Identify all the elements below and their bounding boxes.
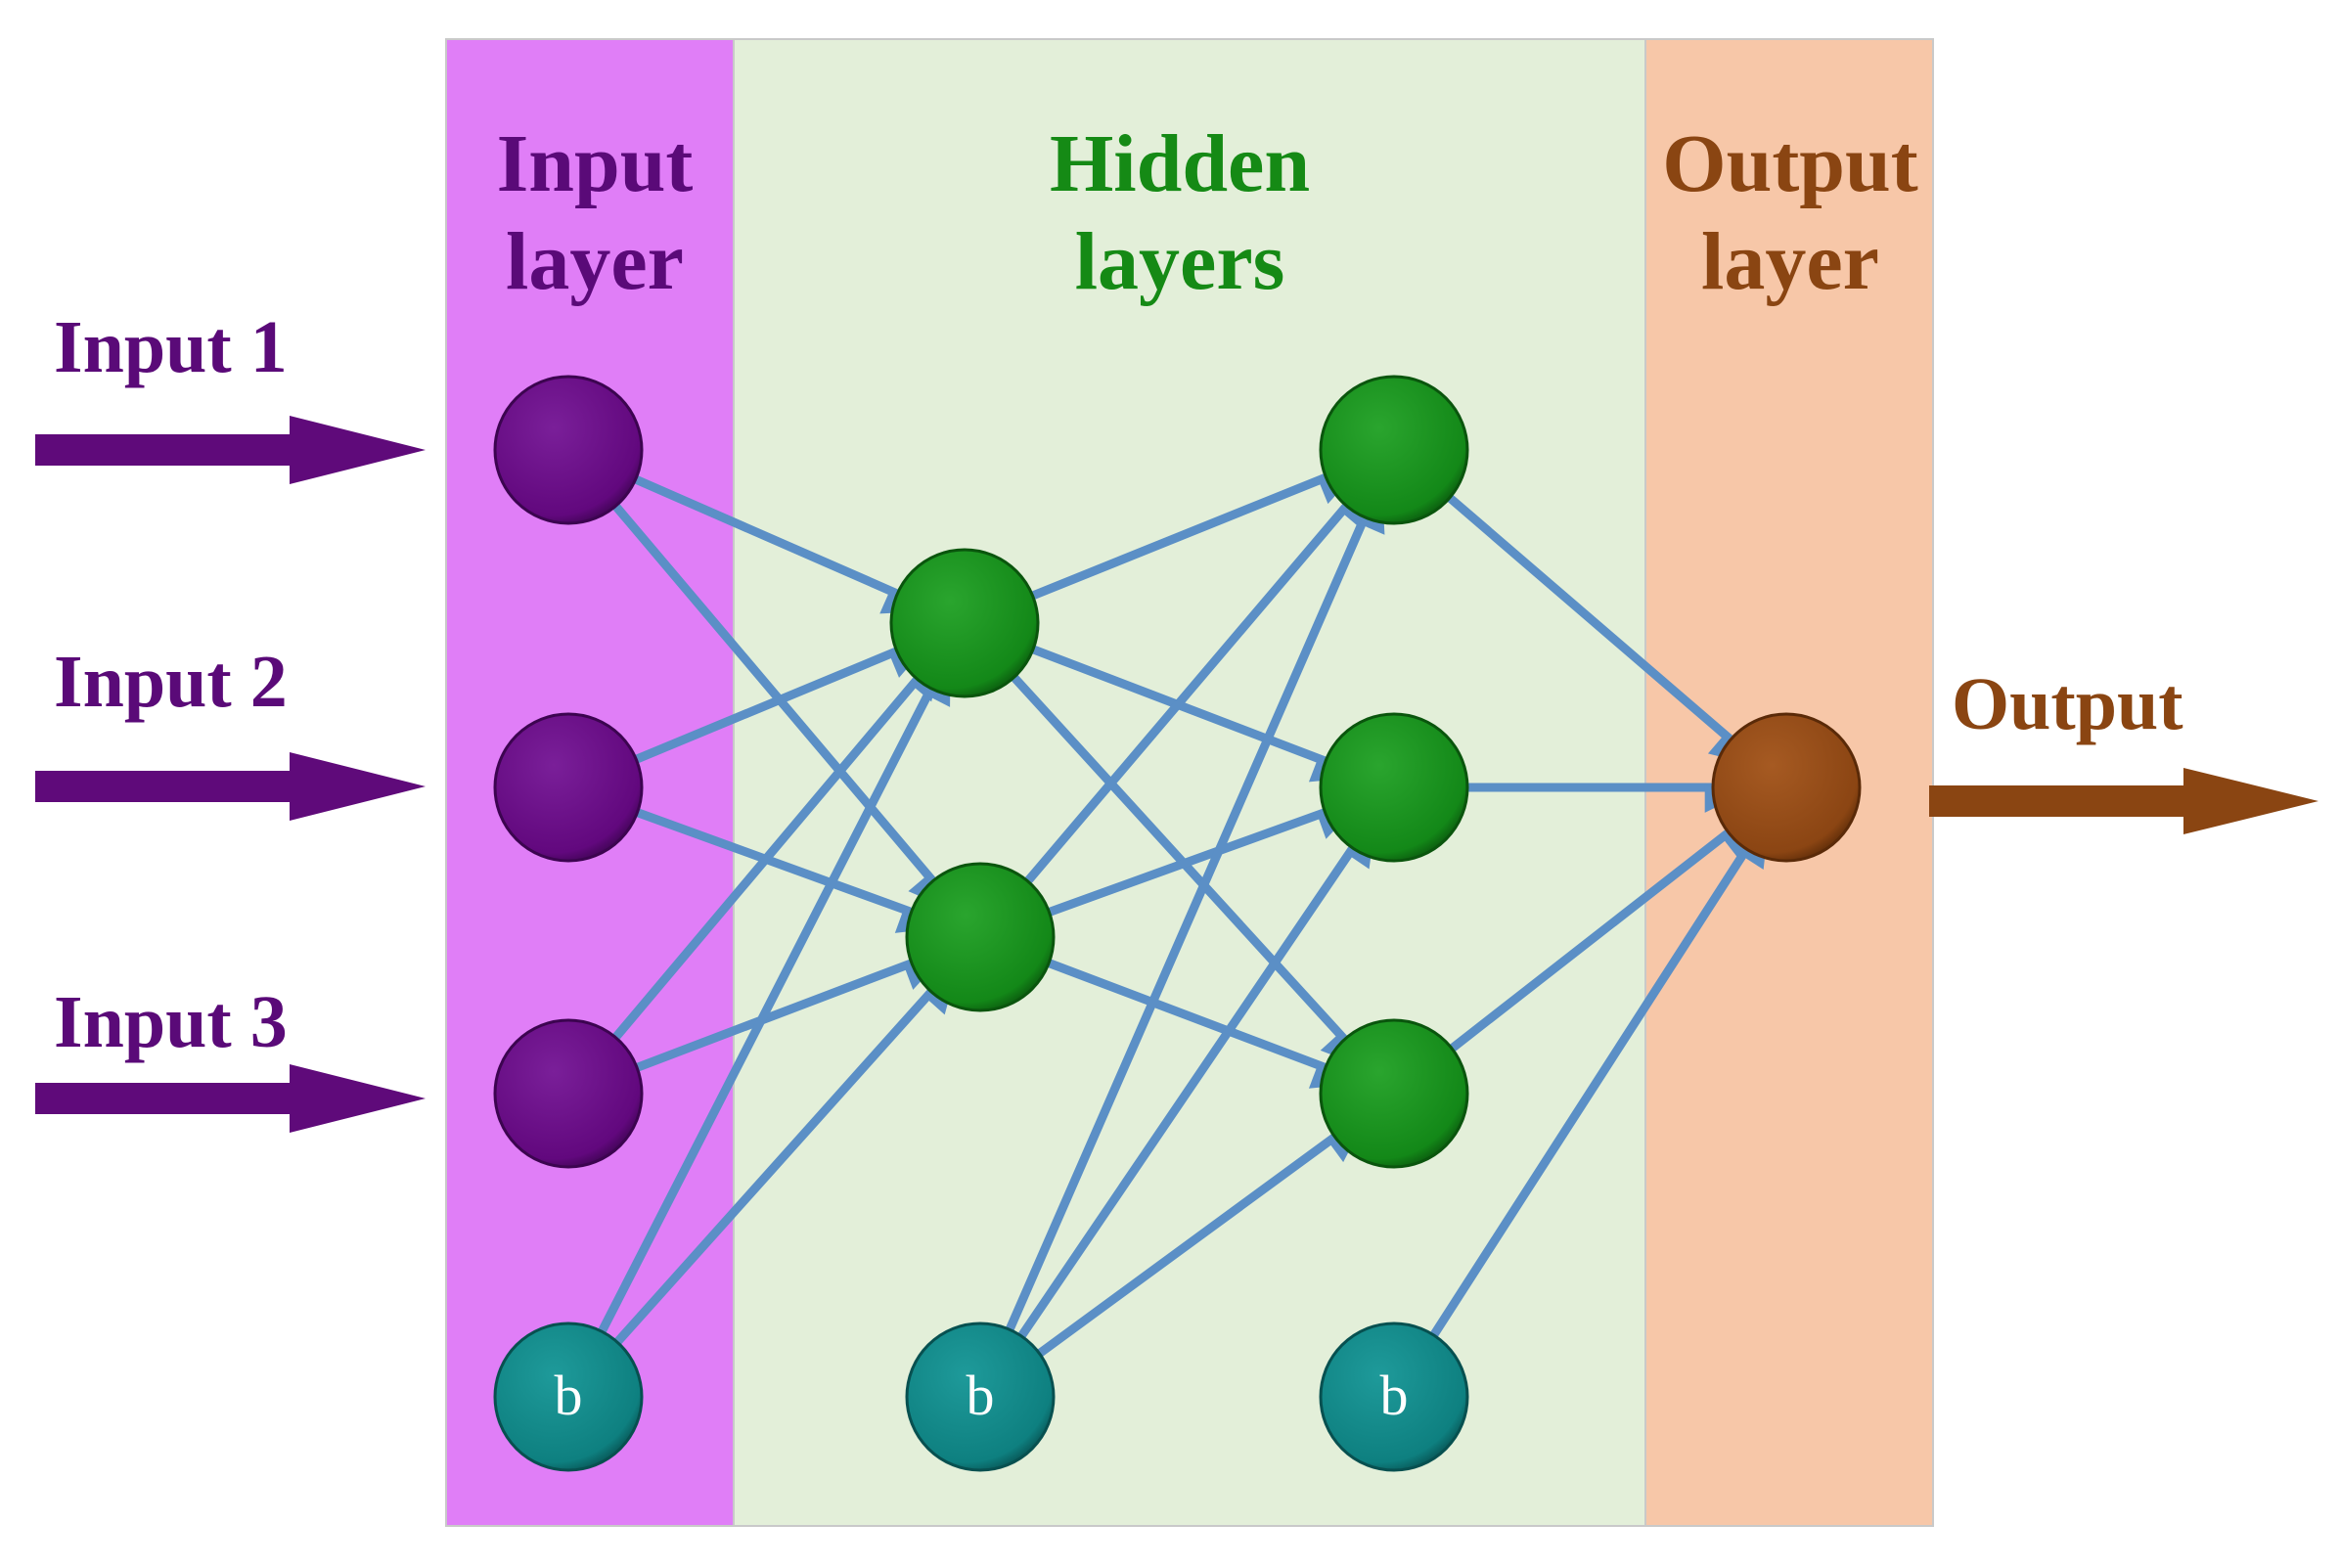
- connection-in2-to-h11: [631, 648, 921, 764]
- connection-in1-to-h12: [610, 501, 938, 905]
- connection-in2-to-h12: [633, 808, 927, 933]
- input-layer-title-line2: layer: [506, 216, 684, 307]
- connection-inB-to-h11: [597, 675, 951, 1336]
- connection-h2B-to-out: [1429, 837, 1768, 1340]
- input-3-label: Input 3: [54, 981, 288, 1063]
- input-1-arrow: [35, 416, 426, 484]
- hidden1-bias-node: [905, 1322, 1056, 1472]
- output-label: Output: [1952, 663, 2183, 745]
- input-2-arrow: [35, 752, 426, 821]
- input-bias-node: [493, 1322, 644, 1472]
- connection-h21-to-out: [1445, 493, 1739, 762]
- input-1-group: Input 1: [35, 306, 426, 484]
- input-neuron-1: [493, 375, 644, 525]
- output-group: Output: [1929, 663, 2318, 834]
- output-layer-title-line2: layer: [1701, 216, 1879, 307]
- input-3-arrow: [35, 1064, 426, 1133]
- hidden1-bias-label: b: [967, 1364, 995, 1427]
- input-layer-title-line1: Input: [497, 118, 694, 209]
- hidden-layers-title-line2: layers: [1075, 216, 1285, 307]
- hidden2-neuron-3: [1319, 1018, 1469, 1169]
- input-2-label: Input 2: [54, 641, 288, 723]
- hidden-layers-title-line1: Hidden: [1050, 118, 1310, 209]
- connection-in3-to-h11: [610, 670, 939, 1043]
- input-1-label: Input 1: [54, 306, 288, 388]
- connection-h23-to-out: [1447, 829, 1752, 1053]
- connection-h1B-to-h22: [1016, 836, 1373, 1341]
- connection-h12-to-h22: [1045, 808, 1349, 917]
- connection-h1B-to-h21: [1005, 502, 1385, 1334]
- hidden2-bias-node: [1319, 1322, 1469, 1472]
- hidden1-neuron-2: [905, 862, 1056, 1012]
- input-3-group: Input 3: [35, 981, 426, 1133]
- output-arrow: [1929, 768, 2318, 834]
- input-2-group: Input 2: [35, 641, 426, 821]
- output-layer-title-line1: Output: [1662, 118, 1917, 209]
- connection-in3-to-h12: [632, 959, 935, 1072]
- connection-h11-to-h23: [1010, 672, 1351, 1062]
- connections: [597, 473, 1768, 1359]
- connection-h1B-to-h23: [1035, 1133, 1359, 1359]
- input-bias-label: b: [555, 1364, 583, 1427]
- input-neuron-2: [493, 712, 644, 863]
- connection-inB-to-h12: [612, 983, 954, 1347]
- hidden2-bias-label: b: [1380, 1364, 1409, 1427]
- hidden2-neuron-2: [1319, 712, 1469, 863]
- connection-h11-to-h21: [1028, 473, 1350, 601]
- hidden2-neuron-1: [1319, 375, 1469, 525]
- connection-in1-to-h11: [631, 474, 913, 614]
- hidden1-neuron-1: [889, 548, 1040, 698]
- nodes: [493, 375, 1862, 1472]
- output-neuron: [1711, 712, 1862, 863]
- connection-h12-to-h23: [1044, 959, 1341, 1089]
- input-neuron-3: [493, 1018, 644, 1169]
- connection-h12-to-h21: [1023, 497, 1369, 886]
